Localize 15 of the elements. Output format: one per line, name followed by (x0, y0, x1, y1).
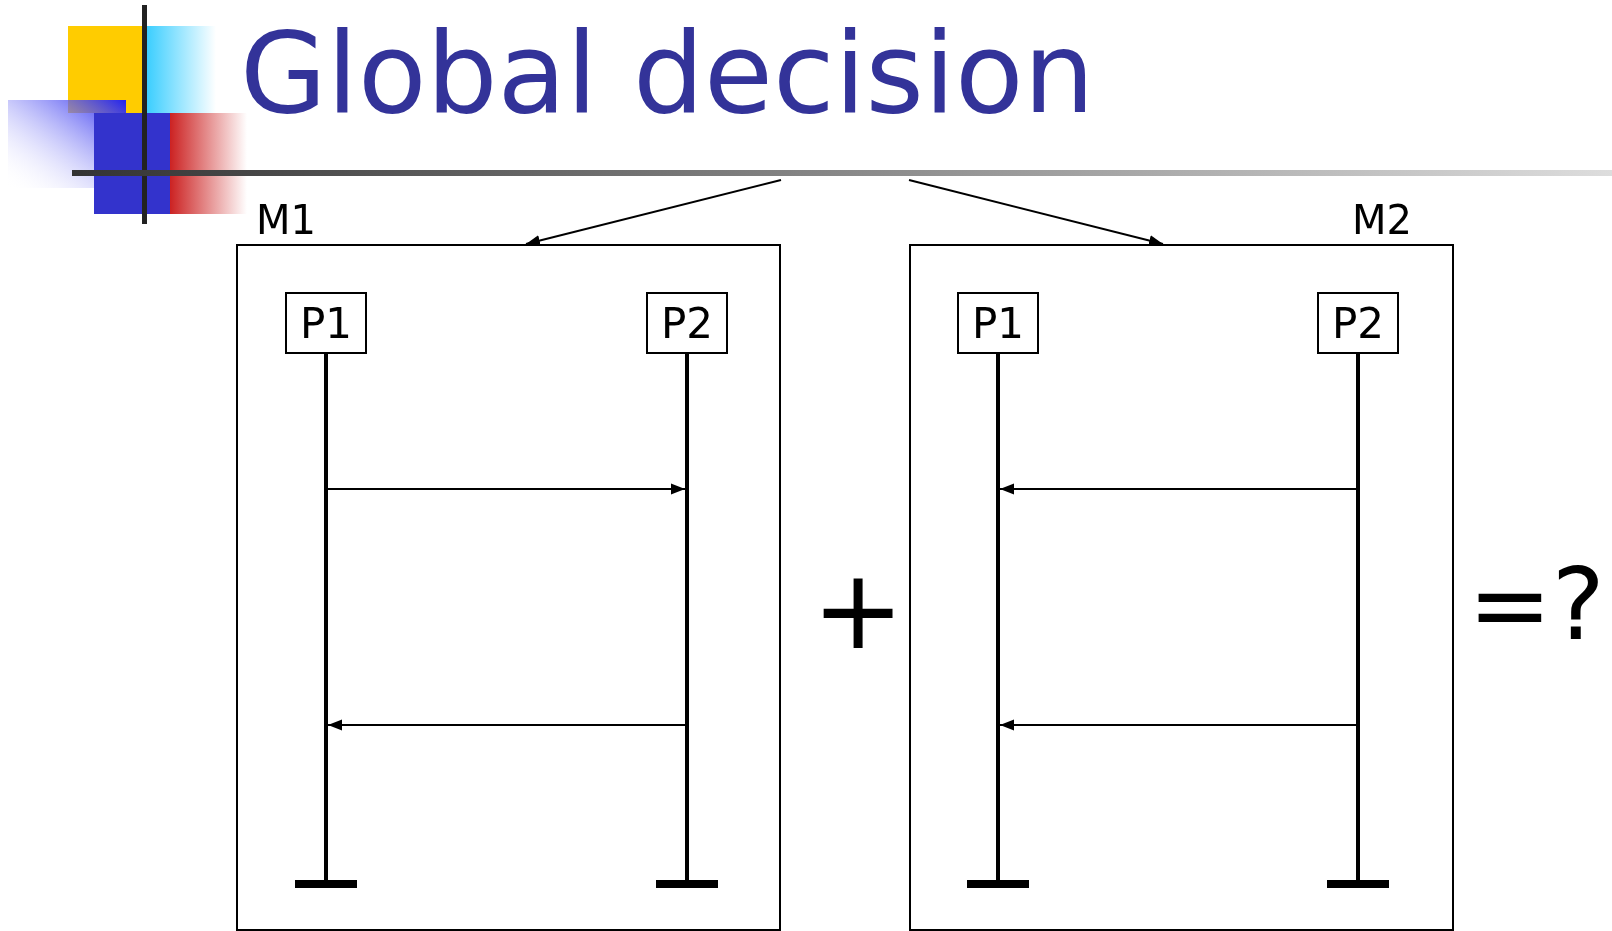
frame-label: M2 (1352, 198, 1412, 242)
message-arrow (325, 483, 686, 495)
frame-label: M1 (256, 198, 316, 242)
message-arrow (999, 719, 1359, 731)
arrow (908, 179, 1164, 246)
slide-title: Global decision (240, 8, 1095, 138)
operator-symbol: =? (1468, 550, 1605, 660)
operator-symbol: + (812, 550, 905, 671)
message-arrow (999, 483, 1359, 495)
process-box: P2 (1317, 292, 1399, 354)
process-box: P1 (957, 292, 1039, 354)
message-arrow (327, 719, 688, 731)
process-box: P2 (646, 292, 728, 354)
process-box: P1 (285, 292, 367, 354)
arrow (525, 179, 782, 246)
